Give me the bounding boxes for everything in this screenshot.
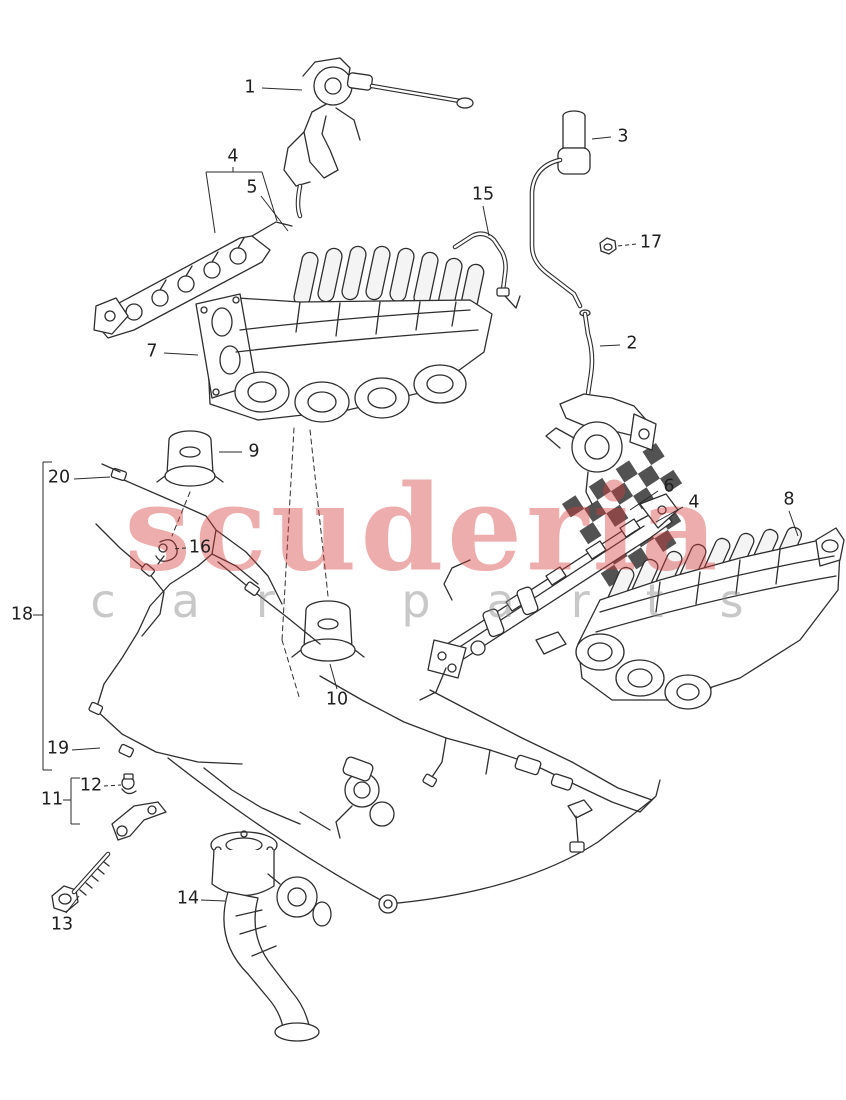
callout-7[interactable]: 7 — [146, 341, 158, 362]
leader-line — [261, 87, 303, 91]
part-vacuum-actuator — [545, 393, 657, 505]
callout-9[interactable]: 9 — [248, 441, 260, 462]
part-elbow-hose — [452, 231, 521, 309]
callout-3[interactable]: 3 — [617, 126, 629, 147]
part-wiring-bracket — [419, 493, 679, 701]
leader-line — [73, 476, 111, 480]
callout-17[interactable]: 17 — [639, 232, 663, 253]
leader-line — [71, 747, 101, 751]
part-egr-valve — [210, 830, 332, 1042]
leader-line — [329, 663, 338, 690]
part-clip-12 — [121, 773, 137, 795]
leader-line — [200, 899, 226, 902]
part-intake-manifold-left — [195, 245, 493, 423]
part-intake-manifold-right — [575, 526, 845, 710]
callout-6[interactable]: 6 — [663, 476, 675, 497]
part-vacuum-harness-center — [167, 561, 661, 914]
callout-12[interactable]: 12 — [79, 775, 103, 796]
callout-5[interactable]: 5 — [246, 177, 258, 198]
callout-2[interactable]: 2 — [626, 333, 638, 354]
leader-line — [617, 243, 637, 247]
part-vacuum-lines-left — [88, 463, 283, 765]
part-clip-16 — [155, 539, 178, 565]
part-breather-valve — [529, 110, 591, 309]
callout-1[interactable]: 1 — [244, 77, 256, 98]
callout-20[interactable]: 20 — [47, 467, 71, 488]
callout-4[interactable]: 4 — [227, 146, 239, 167]
callout-18[interactable]: 18 — [10, 604, 34, 625]
leader-line — [655, 506, 684, 523]
part-bolt — [51, 851, 111, 913]
callout-19[interactable]: 19 — [46, 738, 70, 759]
leader-line — [482, 205, 490, 237]
callout-15[interactable]: 15 — [471, 184, 495, 205]
part-valve-9 — [156, 430, 224, 487]
callout-4[interactable]: 4 — [688, 492, 700, 513]
leader-line — [629, 490, 659, 511]
leader-line — [205, 171, 216, 234]
part-valve-10 — [291, 600, 365, 662]
callout-13[interactable]: 13 — [50, 914, 74, 935]
leader-line — [599, 344, 621, 347]
leader-line — [260, 195, 289, 232]
part-camshaft-rail — [93, 221, 293, 339]
leader-line — [591, 136, 612, 140]
leader-line — [788, 510, 799, 537]
part-vacuum-pipe — [579, 309, 595, 397]
part-changeover-valve — [283, 57, 474, 219]
callout-16[interactable]: 16 — [188, 537, 212, 558]
leader-line — [171, 547, 187, 550]
leader-line — [163, 352, 199, 356]
leader-line — [65, 895, 80, 914]
leader-line — [103, 784, 122, 787]
callout-11[interactable]: 11 — [40, 789, 64, 810]
callout-14[interactable]: 14 — [176, 888, 200, 909]
part-nut — [599, 237, 617, 255]
callout-10[interactable]: 10 — [325, 689, 349, 710]
callout-8[interactable]: 8 — [783, 489, 795, 510]
part-bracket-11 — [111, 801, 167, 841]
